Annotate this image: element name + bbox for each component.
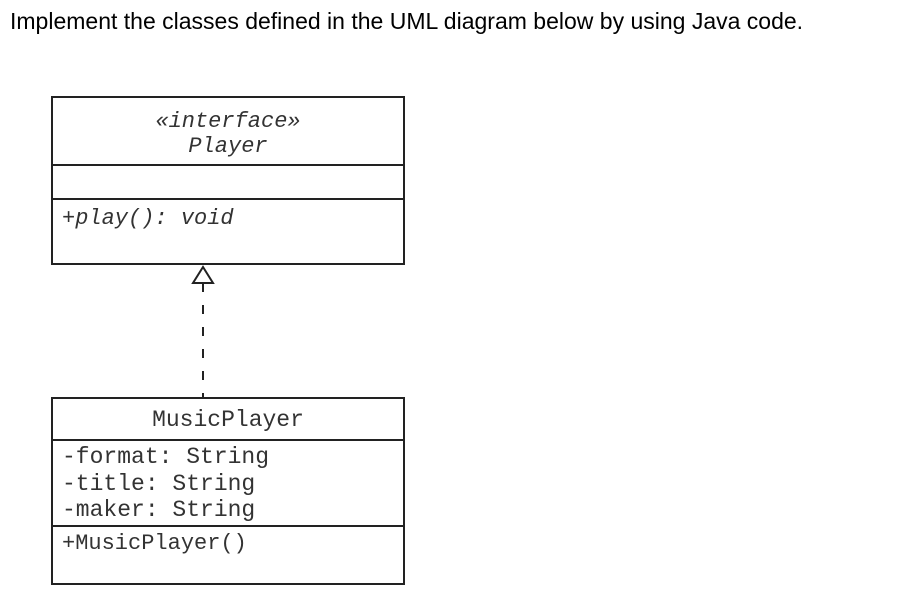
uml-name-compartment: «interface» Player <box>53 98 403 164</box>
uml-operation: +MusicPlayer() <box>62 531 247 556</box>
uml-class-name: MusicPlayer <box>152 407 304 433</box>
uml-attribute-compartment <box>53 164 403 198</box>
question-instruction: Implement the classes defined in the UML… <box>10 8 804 34</box>
uml-attribute: -format: String <box>62 444 270 470</box>
hollow-triangle-arrowhead <box>191 265 215 284</box>
uml-operation-compartment: +play(): void <box>53 198 403 231</box>
uml-operation: +play(): void <box>62 206 234 231</box>
uml-attribute-compartment: -format: String -title: String -maker: S… <box>53 439 403 525</box>
uml-class-name: Player <box>188 134 268 159</box>
uml-name-compartment: MusicPlayer <box>53 399 403 439</box>
uml-interface-player: «interface» Player +play(): void <box>51 96 405 265</box>
uml-attribute: -title: String <box>62 470 256 497</box>
uml-class-musicplayer: MusicPlayer -format: String -title: Stri… <box>51 397 405 585</box>
uml-attribute: -maker: String <box>62 497 256 523</box>
uml-operation-compartment: +MusicPlayer() <box>53 525 403 557</box>
uml-stereotype: «interface» <box>155 109 301 134</box>
